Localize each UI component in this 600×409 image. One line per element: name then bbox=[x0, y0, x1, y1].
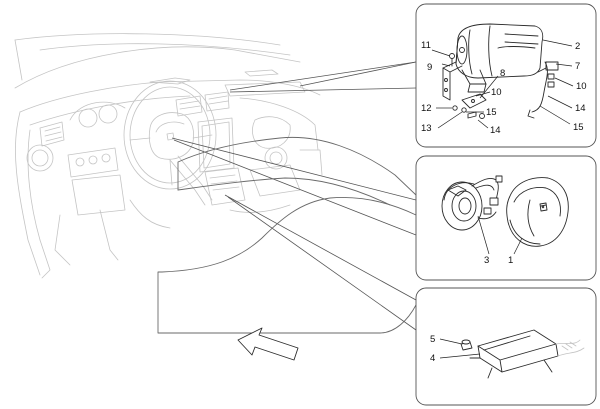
exploded-view-guide-outline bbox=[157, 136, 417, 334]
nut-5 bbox=[460, 339, 473, 351]
airbag-control-unit bbox=[469, 329, 585, 379]
callout-7: 7 bbox=[575, 61, 580, 72]
callout-8: 8 bbox=[500, 68, 505, 79]
callout-12: 12 bbox=[421, 103, 432, 114]
bolt-11 bbox=[449, 53, 455, 67]
passenger-airbag-module bbox=[455, 23, 544, 93]
callout-5: 5 bbox=[430, 334, 435, 345]
leader-4 bbox=[439, 353, 481, 359]
leader-5 bbox=[439, 338, 463, 345]
panel-driver-airbag bbox=[415, 155, 597, 281]
callout-9: 9 bbox=[427, 62, 432, 73]
top-panel-leaders bbox=[431, 39, 574, 129]
leader-1 bbox=[513, 237, 523, 255]
callout-15-left: 15 bbox=[486, 107, 497, 118]
airbag-wiring-harness bbox=[527, 61, 559, 119]
callout-14-right: 14 bbox=[575, 103, 586, 114]
passenger-airbag-mount-bracket bbox=[442, 61, 463, 101]
callout-14-left: 14 bbox=[490, 125, 501, 136]
callout-1: 1 bbox=[508, 255, 513, 266]
dashboard-interior-illustration bbox=[14, 33, 323, 279]
callout-2: 2 bbox=[575, 41, 580, 52]
callout-3: 3 bbox=[484, 255, 489, 266]
view-direction-arrow bbox=[237, 327, 299, 361]
small-fasteners-left bbox=[452, 105, 485, 119]
guide-inner-curve bbox=[177, 177, 391, 206]
callout-4: 4 bbox=[430, 353, 435, 364]
clock-spring-assembly bbox=[441, 175, 503, 231]
callout-15-right: 15 bbox=[573, 122, 584, 133]
leader-3 bbox=[477, 215, 490, 255]
callout-10-left: 10 bbox=[491, 87, 502, 98]
callout-11: 11 bbox=[421, 40, 431, 51]
connector-lines bbox=[171, 61, 417, 331]
callout-13: 13 bbox=[421, 123, 432, 134]
callout-10-right: 10 bbox=[576, 81, 587, 92]
driver-airbag-module bbox=[506, 177, 569, 247]
